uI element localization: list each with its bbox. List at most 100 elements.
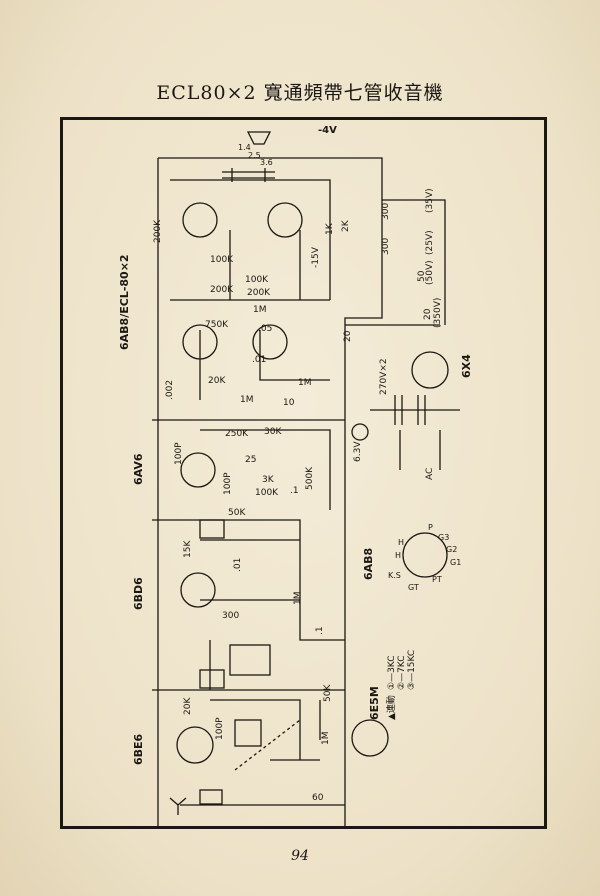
label-100p-a: 100P [174,442,184,465]
pin-h2: H [395,551,401,560]
gang-link [234,719,301,771]
label-500k: 500K [305,466,315,490]
label-1m-c: 1M [298,378,312,388]
page-title: ECL80×2 寬通頻帶七管收音機 [156,82,444,104]
pin-p: P [428,523,433,532]
tube-ecl80-d [252,324,288,360]
power-transformer [394,395,426,425]
label-300: 300 [381,238,391,255]
label-spk-2: 2.5 [248,151,261,160]
antenna-coil [199,789,223,805]
tube-base-6ab8 [402,532,448,578]
label-100p-c: 100P [215,717,225,740]
wire [259,330,330,381]
label-supply: 270V×2 [379,358,389,395]
label-tube-6x4: 6X4 [460,354,473,378]
label-spk-1: 1.4 [238,143,251,152]
label-2k: 2K [341,219,351,232]
label-50k-b: 50K [323,684,333,702]
tube-6be6 [176,726,214,764]
pin-gt: GT [408,583,419,592]
label-350v: (350V) [433,298,443,328]
switch-pos-1: ①—3KC [387,656,397,691]
tube-6av6 [180,452,216,488]
oscillator-coil [234,719,262,747]
if-transformer [199,669,225,689]
label-tube-6ab8: 6AB8 [362,548,375,580]
wire [152,519,345,641]
speaker-icon [246,131,272,145]
label-tube-6bd6: 6BD6 [132,577,145,610]
label-heater: 6.3V [353,441,363,462]
label-100k-c: 100K [255,488,279,498]
wire [158,157,383,826]
label-15k: 15K [183,540,193,558]
label-100k-a: 100K [210,255,234,265]
pin-pt: PT [432,575,442,584]
pin-g3: G3 [438,533,449,542]
label-200k-c: 200K [247,288,271,298]
label-tube-6av6: 6AV6 [132,453,145,485]
label-200k-a: 200K [153,219,163,243]
wire [210,699,301,760]
tube-6bd6 [180,572,216,608]
label-tube-6be6: 6BE6 [132,733,145,765]
wire [200,429,331,510]
label-100p-b: 100P [223,472,233,495]
label-002: .002 [165,380,175,400]
label-25v: (25V) [425,230,435,255]
label-20k: 20K [208,376,226,386]
transformer [222,168,275,182]
pin-ks: K.S [388,571,401,580]
label-c-100: 300 [381,203,391,220]
page-number: 94 [291,848,309,864]
switch-pos-2: ②—7KC [397,656,407,691]
wire [382,199,446,325]
label-200k-b: 200K [210,285,234,295]
label-25: 25 [245,455,256,465]
label-tube-ecl80: 6AB8/ECL-80×2 [118,254,131,350]
label-30k: 30K [264,427,282,437]
label-20-b: 20 [343,330,353,342]
tube-ecl80-a [182,202,218,238]
label-20-a: 20 [423,308,433,320]
label-v-neg15: -15V [311,246,321,268]
tube-ecl80-b [267,202,303,238]
label-v-neg4: -4V [318,125,337,136]
pin-h1: H [398,538,404,547]
label-20k-b: 20K [183,697,193,715]
label-250k: 250K [225,429,249,439]
label-1-b: .1 [315,626,325,635]
label-100k-b: 100K [245,275,269,285]
label-1-a: .1 [290,486,299,496]
label-1m-b: 1M [240,395,254,405]
label-ac: AC [425,468,435,480]
label-10: 10 [283,398,295,408]
tube-6e5m [351,719,389,757]
if-transformer [229,644,271,676]
switch-pos-3: ③—15KC [407,650,417,690]
if-transformer [199,519,225,539]
label-1m-a: 1M [253,305,267,315]
tube-ecl80-c [182,324,218,360]
label-tube-6e5m: 6E5M [368,686,381,720]
label-3k: 3K [262,475,275,485]
antenna-icon [169,797,187,815]
label-01-b: .01 [233,558,243,572]
label-300-b: 300 [222,611,239,621]
wire [170,179,331,300]
label-spk-3: 3.6 [260,158,273,167]
label-60: 60 [312,793,324,803]
label-1m-e: 1M [321,732,331,746]
schematic-frame [60,117,547,829]
label-gang: ▲連動 [385,695,397,720]
label-01-a: .01 [252,355,266,365]
label-50: 50 [417,270,427,282]
pilot-lamp [351,423,369,441]
label-1m-d: 1M [293,592,303,606]
tube-6x4 [411,351,449,389]
label-50v: (50V) [425,260,435,285]
pin-g2: G2 [446,545,457,554]
